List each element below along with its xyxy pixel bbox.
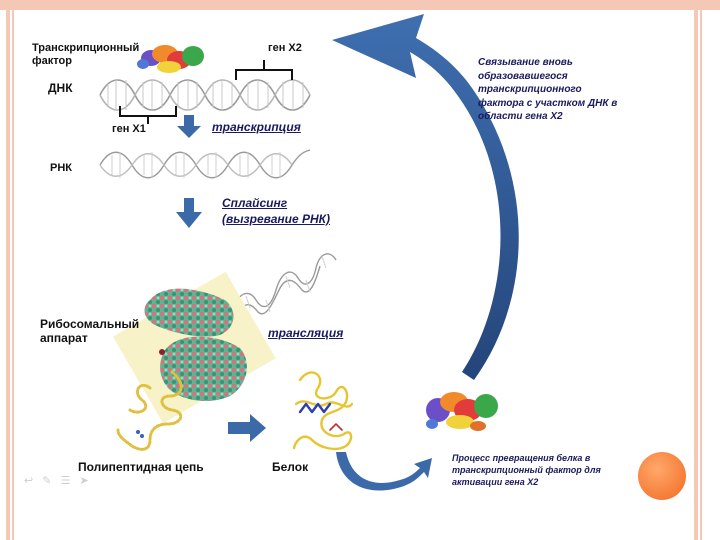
mrna-strand <box>231 253 337 315</box>
transcription-factor-bottom <box>426 392 498 431</box>
pen-icon[interactable]: ✎ <box>42 475 55 487</box>
transcription-label: транскрипция <box>212 120 301 134</box>
protein-structure <box>292 371 354 451</box>
conversion-curve-arrow <box>336 452 432 491</box>
back-arrow-icon[interactable]: ↩ <box>24 475 37 487</box>
splicing-arrow <box>176 198 202 228</box>
rna-strand <box>99 149 311 179</box>
slide-right-border-thin <box>700 0 702 540</box>
forward-arrow-icon[interactable]: ➤ <box>79 475 92 487</box>
ribosomal-apparatus-label: Рибосомальный аппарат <box>40 317 140 345</box>
gene-x1-label: ген X1 <box>112 123 146 135</box>
splicing-label: Сплайсинг <box>222 196 288 210</box>
protein-label: Белок <box>272 460 309 474</box>
transcription-factor-top <box>137 45 204 73</box>
rna-label: РНК <box>50 162 72 174</box>
polypeptide-chain <box>116 370 183 451</box>
translation-label: трансляция <box>268 326 344 340</box>
accent-orange-circle <box>638 452 686 500</box>
gene-x2-bracket <box>235 60 293 80</box>
slide-nav-controls: ↩ ✎ ☰ ➤ <box>24 474 92 487</box>
binding-note: Связывание вновь образовавшегося транскр… <box>478 57 618 122</box>
gene-x1-bracket <box>119 106 177 124</box>
conversion-note: Процесс превращения белка в транскрипцио… <box>452 453 601 488</box>
slide-top-border <box>0 0 720 10</box>
polypeptide-chain-label: Полипептидная цепь <box>78 460 204 474</box>
splicing-subtitle: (вызревание РНК) <box>222 212 331 226</box>
transcription-factor-label: Транскрипционный фактор <box>32 42 140 67</box>
gene-x2-label: ген X2 <box>268 42 302 54</box>
slide-left-border-thin <box>12 0 14 540</box>
feedback-big-arrow <box>332 14 519 380</box>
slide-right-border <box>694 0 698 540</box>
menu-icon[interactable]: ☰ <box>60 475 74 487</box>
slide-left-border <box>6 0 10 540</box>
transcription-arrow <box>177 115 201 138</box>
dna-helix <box>99 79 311 111</box>
dna-label: ДНК <box>48 81 73 95</box>
translation-arrow <box>228 414 266 442</box>
